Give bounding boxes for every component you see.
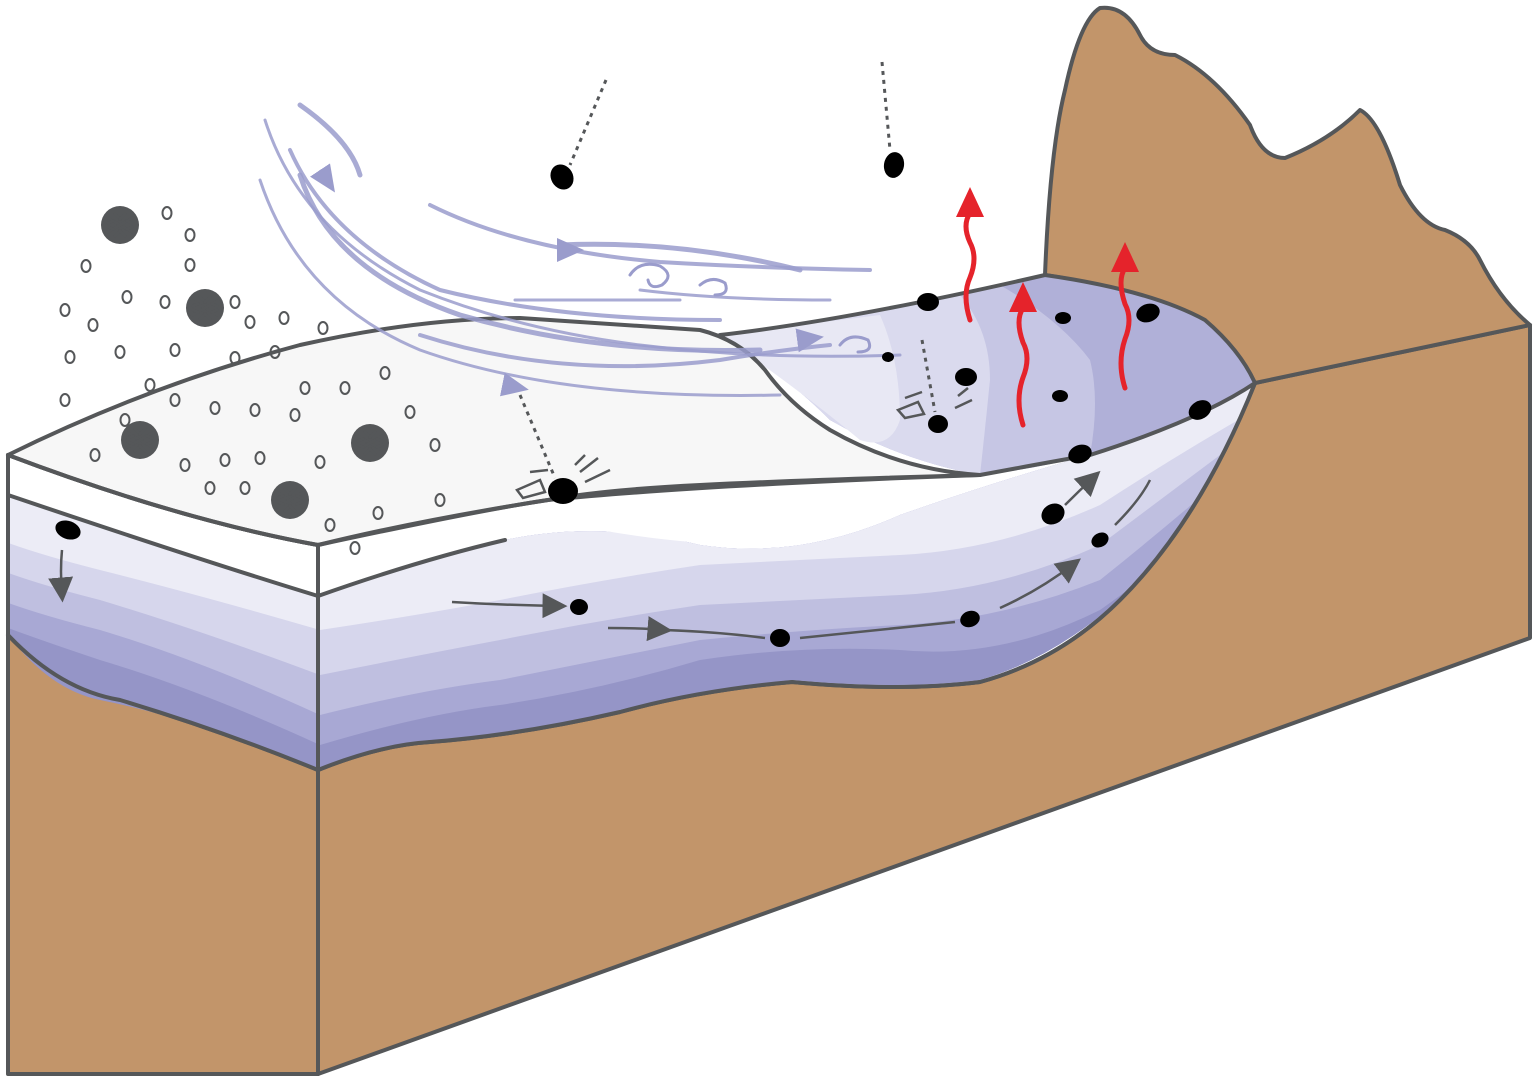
snowflake-icon <box>349 422 391 464</box>
snow-grain-icon <box>161 206 173 220</box>
snowflake-icon <box>119 419 161 461</box>
sublimation-arrow-icon <box>1111 242 1139 391</box>
snow-grain-icon <box>314 455 326 469</box>
snow-grain-icon <box>119 413 131 427</box>
snow-grain-icon <box>59 303 71 317</box>
wind-swirl-icon <box>698 278 728 297</box>
meteorite-icon <box>770 629 790 647</box>
meteorite-icon <box>1188 400 1212 420</box>
wind-stream-icon <box>297 102 363 178</box>
sublimation-arrow-icon <box>956 187 984 323</box>
snow-grain-icon <box>179 458 191 472</box>
wind-stream-icon <box>557 241 803 273</box>
snow-grain-icon <box>434 493 446 507</box>
snow-grain-icon <box>209 401 221 415</box>
meteorite-icon <box>917 293 939 311</box>
snow-grain-icon <box>254 451 266 465</box>
wind-stream-icon <box>428 203 872 272</box>
snowflake-icon <box>99 204 141 246</box>
snow-grain-icon <box>269 345 281 359</box>
snow-grain-icon <box>121 290 133 304</box>
snow-grain-icon <box>169 343 181 357</box>
meteorite-icon <box>1091 532 1109 548</box>
snow-grain-icon <box>278 311 290 325</box>
snow-grain-icon <box>184 228 196 242</box>
meteorites <box>55 152 1212 647</box>
snow-grain-icon <box>429 438 441 452</box>
meteorite-fall-trails <box>518 61 937 479</box>
wind-streams <box>258 102 902 397</box>
snow-grain-icon <box>299 381 311 395</box>
wind-arrow-icon <box>310 163 335 193</box>
snow-grain-icon <box>379 366 391 380</box>
snow-grain-icon <box>59 393 71 407</box>
snow-grain-icon <box>317 321 329 335</box>
meteorite-icon <box>548 478 578 504</box>
snow-grain-icon <box>219 453 231 467</box>
snow-grain-icon <box>144 378 156 392</box>
meteorite-icon <box>928 415 948 433</box>
snowflake-icon <box>269 479 311 521</box>
bedrock-block <box>6 5 1532 1076</box>
snow-grain-icon <box>114 345 126 359</box>
wind-stream-icon <box>418 333 832 369</box>
wind-stream-icon <box>288 148 722 322</box>
meteorite-icon <box>55 520 81 540</box>
wind-stream-icon <box>638 288 832 302</box>
meteorite-icon <box>1136 303 1160 323</box>
sublimation-arrow-icon <box>1009 282 1037 428</box>
meteorite-icon <box>1052 390 1068 402</box>
meteorite-icon <box>1055 312 1071 324</box>
snow-grain-icon <box>229 295 241 309</box>
snow-grain-icon <box>339 381 351 395</box>
sublimation-arrows <box>956 187 1139 428</box>
snow-grain-icon <box>184 258 196 272</box>
meteorite-icon <box>960 610 980 628</box>
snow-grain-icon <box>404 405 416 419</box>
meteorite-icon <box>883 152 905 178</box>
ice-flow-arrows <box>48 470 1152 642</box>
wind-swirl-icon <box>628 262 670 289</box>
impact-fragments <box>515 387 973 500</box>
meteorite-icon <box>955 368 977 386</box>
snowflake-icon <box>184 287 226 329</box>
wind-arrow-icon <box>499 372 529 397</box>
wind-arrow-icon <box>795 328 824 353</box>
snow-grain-icon <box>229 351 241 365</box>
snow-grain-icon <box>349 541 361 555</box>
snow-grain-icon <box>87 318 99 332</box>
snow-grain-icon <box>289 408 301 422</box>
snow-grain-icon <box>204 481 216 495</box>
wind-swirl-icon <box>838 335 872 354</box>
snow-grain-icon <box>89 448 101 462</box>
snow-grain-icon <box>169 393 181 407</box>
wind-stream-icon <box>258 178 782 397</box>
meteorite-icon <box>550 164 574 190</box>
snow-grain-icon <box>64 350 76 364</box>
snow-grains <box>59 206 446 555</box>
wind-stream-icon <box>297 172 763 354</box>
meteorite-icon <box>1068 444 1092 464</box>
snow-grain-icon <box>244 315 256 329</box>
snow-grain-icon <box>159 295 171 309</box>
meteorite-icon <box>570 599 588 615</box>
snow-grain-icon <box>239 481 251 495</box>
snow-grain-icon <box>80 259 92 273</box>
block-outline <box>6 381 1257 772</box>
snow-grain-icon <box>249 403 261 417</box>
snow-grain-icon <box>324 518 336 532</box>
snow-grain-icon <box>372 506 384 520</box>
meteorite-icon <box>882 352 894 362</box>
meteorite-icon <box>1041 503 1065 525</box>
